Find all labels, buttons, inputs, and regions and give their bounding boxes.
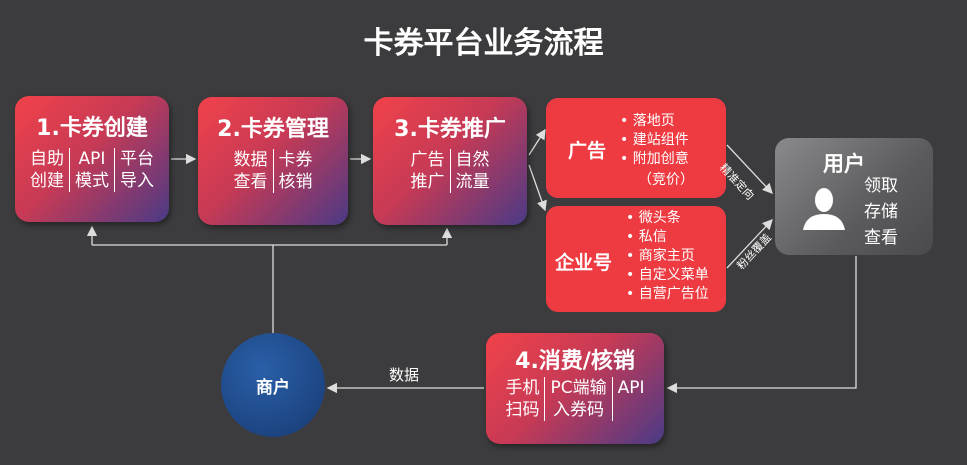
step4-title: 4.消费/核销 bbox=[515, 349, 635, 374]
merchant-label: 商户 bbox=[256, 377, 290, 398]
enterprise-item: 自定义菜单 bbox=[626, 266, 709, 285]
ad-box: 广告 落地页 建站组件 附加创意 （竞价） bbox=[546, 98, 726, 198]
arrow-3-ad bbox=[528, 128, 546, 156]
page-title: 卡券平台业务流程 bbox=[363, 26, 604, 61]
text: 数据 bbox=[233, 150, 268, 170]
enterprise-item: 商家主页 bbox=[626, 247, 709, 266]
text: 推广 bbox=[410, 172, 445, 192]
user-box: 用户 领取 存储 查看 bbox=[775, 138, 933, 255]
enterprise-title: 企业号 bbox=[555, 252, 613, 274]
user-title: 用户 bbox=[823, 152, 865, 176]
text: 自然 bbox=[455, 150, 490, 170]
step2-title: 2.卡券管理 bbox=[217, 117, 329, 142]
text: 自助 bbox=[30, 149, 64, 169]
arrow-ent-user bbox=[726, 219, 773, 269]
arrow-user-4 bbox=[666, 256, 857, 394]
text: 入券码 bbox=[553, 400, 605, 420]
text: API bbox=[78, 149, 106, 169]
user-action: 存储 bbox=[864, 202, 898, 222]
text: 手机 bbox=[505, 378, 540, 398]
text: PC端输 bbox=[550, 378, 607, 398]
text: 核销 bbox=[278, 172, 313, 192]
enterprise-item: 自营广告位 bbox=[626, 285, 709, 304]
text: 模式 bbox=[75, 171, 109, 191]
arrow-ad-user bbox=[726, 144, 773, 194]
text: 平台 bbox=[120, 149, 154, 169]
text: API bbox=[617, 378, 645, 398]
text: 查看 bbox=[233, 172, 268, 192]
enterprise-item: 私信 bbox=[626, 228, 709, 247]
enterprise-box: 企业号 微头条 私信 商家主页 自定义菜单 自营广告位 bbox=[546, 206, 726, 312]
ad-note: （竞价） bbox=[638, 172, 694, 188]
ad-item: 落地页 bbox=[620, 112, 689, 131]
step4-box: 4.消费/核销 手机扫码 PC端输入券码 API bbox=[486, 333, 664, 444]
arrow-3-ent bbox=[528, 164, 547, 212]
edge-label-data: 数据 bbox=[389, 366, 420, 384]
merchant-circle: 商户 bbox=[221, 333, 325, 437]
ad-item: 建站组件 bbox=[620, 131, 689, 150]
ad-title: 广告 bbox=[568, 140, 607, 162]
text: 扫码 bbox=[505, 400, 540, 420]
text: 广告 bbox=[410, 150, 445, 170]
text: 流量 bbox=[455, 172, 490, 192]
ad-item: 附加创意 bbox=[620, 150, 689, 169]
enterprise-item: 微头条 bbox=[626, 209, 709, 228]
user-action: 领取 bbox=[864, 176, 898, 196]
text: 创建 bbox=[30, 171, 64, 191]
user-action: 查看 bbox=[864, 228, 898, 248]
person-icon bbox=[803, 188, 845, 230]
step3-title: 3.卡券推广 bbox=[394, 117, 506, 142]
step3-box: 3.卡券推广 广告推广 自然流量 bbox=[373, 97, 527, 225]
step2-box: 2.卡券管理 数据查看 卡券核销 bbox=[198, 97, 348, 225]
text: 卡券 bbox=[278, 150, 313, 170]
step1-title: 1.卡券创建 bbox=[36, 116, 148, 141]
text: 导入 bbox=[120, 171, 154, 191]
